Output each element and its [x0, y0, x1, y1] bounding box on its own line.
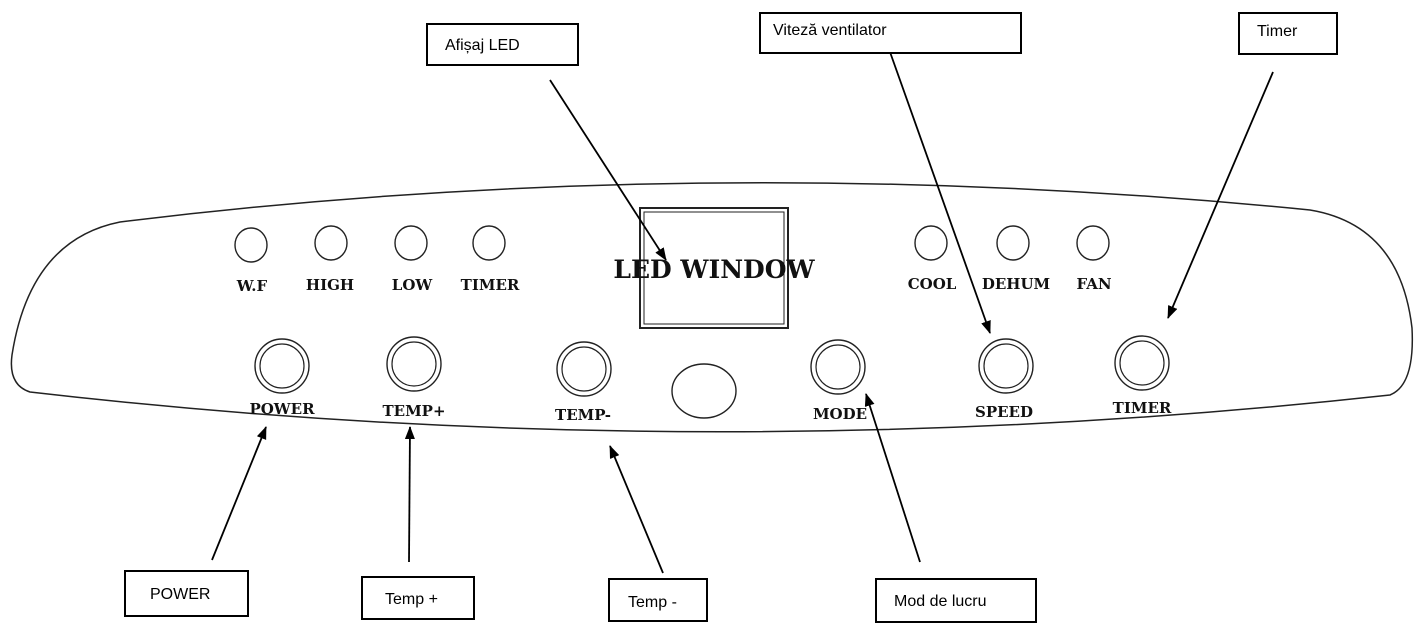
- callout-power: POWER: [124, 570, 249, 617]
- indicator-cool: COOL: [908, 225, 957, 293]
- timer-button-label: TIMER: [1113, 399, 1172, 417]
- power-callout-arrow: [211, 426, 267, 561]
- callout-temp-minus: Temp -: [608, 578, 708, 622]
- speed-button[interactable]: SPEED: [975, 338, 1034, 421]
- temp-minus-button[interactable]: TEMP-: [555, 341, 612, 424]
- mode-button-label: MODE: [813, 405, 867, 423]
- temp-plus-callout-arrow: [404, 426, 415, 563]
- indicator-high: HIGH: [306, 225, 354, 294]
- callout-fan-speed: Viteză ventilator: [759, 12, 1022, 54]
- callout-led-display: Afișaj LED: [426, 23, 579, 66]
- led-window: LED WINDOW: [613, 207, 816, 329]
- callout-temp-plus-text: Temp +: [385, 591, 438, 608]
- temp-minus-button-label: TEMP-: [555, 406, 611, 424]
- timer-button[interactable]: TIMER: [1113, 335, 1172, 417]
- callout-timer: Timer: [1238, 12, 1338, 55]
- power-button-label: POWER: [249, 400, 315, 418]
- temp-plus-button-label: TEMP+: [382, 402, 445, 420]
- indicator-high-label: HIGH: [306, 276, 354, 294]
- callout-work-mode-text: Mod de lucru: [894, 593, 987, 610]
- callout-temp-minus-text: Temp -: [628, 594, 677, 611]
- power-button[interactable]: POWER: [249, 338, 315, 418]
- indicator-fan: FAN: [1076, 225, 1112, 293]
- indicator-low: LOW: [392, 225, 434, 294]
- indicator-timer-label: TIMER: [461, 276, 520, 294]
- callout-timer-text: Timer: [1257, 23, 1298, 40]
- timer-callout-arrow: [1167, 71, 1274, 319]
- temp-minus-callout-arrow: [609, 445, 664, 574]
- led-window-text: LED WINDOW: [613, 255, 815, 284]
- speed-button-label: SPEED: [975, 403, 1033, 421]
- callout-work-mode: Mod de lucru: [875, 578, 1037, 623]
- center-oval-button[interactable]: [671, 363, 737, 419]
- indicator-wf: W.F: [234, 227, 268, 295]
- indicator-low-label: LOW: [392, 276, 434, 294]
- indicator-timer: TIMER: [461, 225, 520, 294]
- callout-fan-speed-text: Viteză ventilator: [773, 22, 887, 39]
- fan-speed-callout-arrow: [889, 51, 991, 334]
- indicator-wf-label: W.F: [236, 277, 268, 295]
- temp-plus-button[interactable]: TEMP+: [382, 336, 446, 420]
- mode-button[interactable]: MODE: [810, 339, 867, 423]
- indicator-dehum: DEHUM: [982, 225, 1050, 293]
- indicator-fan-label: FAN: [1076, 275, 1111, 293]
- mode-callout-arrow: [864, 393, 921, 563]
- indicator-cool-label: COOL: [908, 275, 957, 293]
- callout-temp-plus: Temp +: [361, 576, 475, 620]
- indicator-dehum-label: DEHUM: [982, 275, 1050, 293]
- callout-power-text: POWER: [150, 586, 210, 603]
- callout-led-display-text: Afișaj LED: [445, 37, 520, 54]
- led-callout-arrow: [549, 79, 667, 261]
